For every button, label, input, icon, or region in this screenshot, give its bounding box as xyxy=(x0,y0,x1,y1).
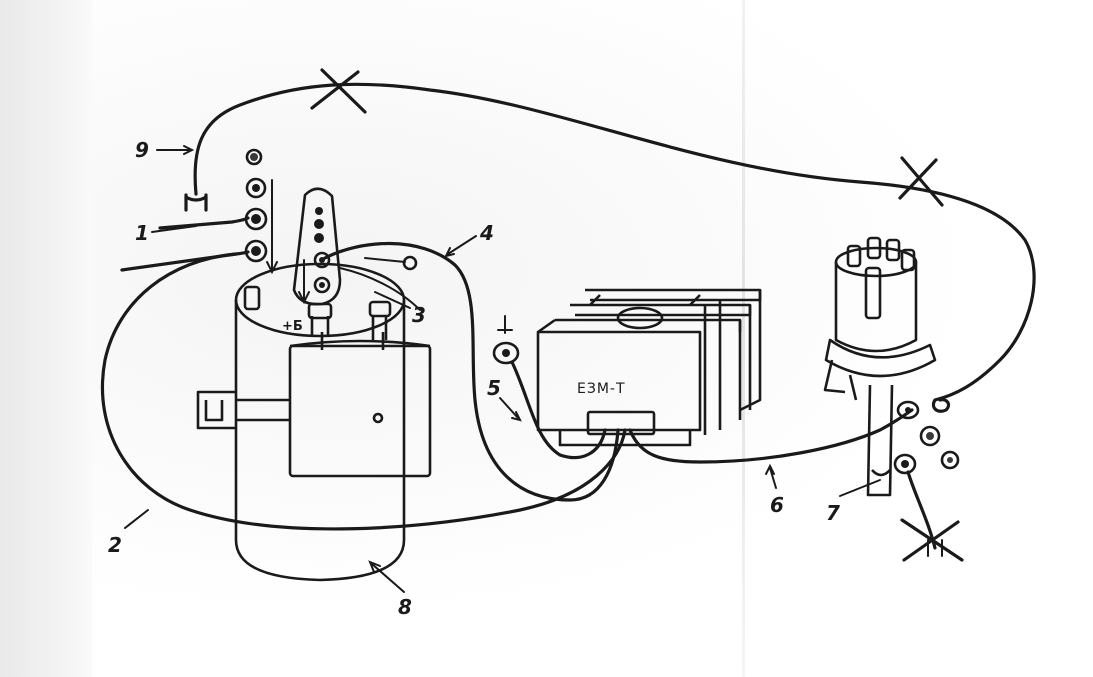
callout-1: 1 xyxy=(135,221,149,245)
callout-2: 2 xyxy=(108,533,122,557)
wire-4 xyxy=(323,241,620,502)
callout-5: 5 xyxy=(487,376,501,400)
ground-lug xyxy=(492,315,607,460)
cross-mark-right xyxy=(898,156,944,207)
callout-6: 6 xyxy=(770,493,784,517)
paper-fold xyxy=(742,0,745,677)
callout-lines xyxy=(124,145,881,593)
distributor xyxy=(823,236,960,557)
callout-4: 4 xyxy=(479,221,494,245)
cross-mark-top xyxy=(310,68,367,114)
paper-edge-shadow xyxy=(0,0,92,677)
ignition-coil: +Б xyxy=(196,262,432,582)
module-label: ЕЗМ-Т xyxy=(577,381,626,397)
ignition-terminal-block xyxy=(292,187,418,306)
callout-9: 9 xyxy=(135,138,149,162)
ignition-module: ЕЗМ-Т xyxy=(536,288,762,447)
callout-7: 7 xyxy=(826,501,840,525)
cross-mark-bottom xyxy=(900,518,964,562)
callout-8: 8 xyxy=(398,595,412,619)
callout-3: 3 xyxy=(412,303,426,327)
plus-b-label: +Б xyxy=(282,319,303,334)
wire-1 xyxy=(158,216,250,230)
wire-9 xyxy=(184,82,1036,413)
terminal-stack-left xyxy=(244,148,278,275)
wire-2 xyxy=(100,252,627,531)
wire-6 xyxy=(628,408,914,464)
